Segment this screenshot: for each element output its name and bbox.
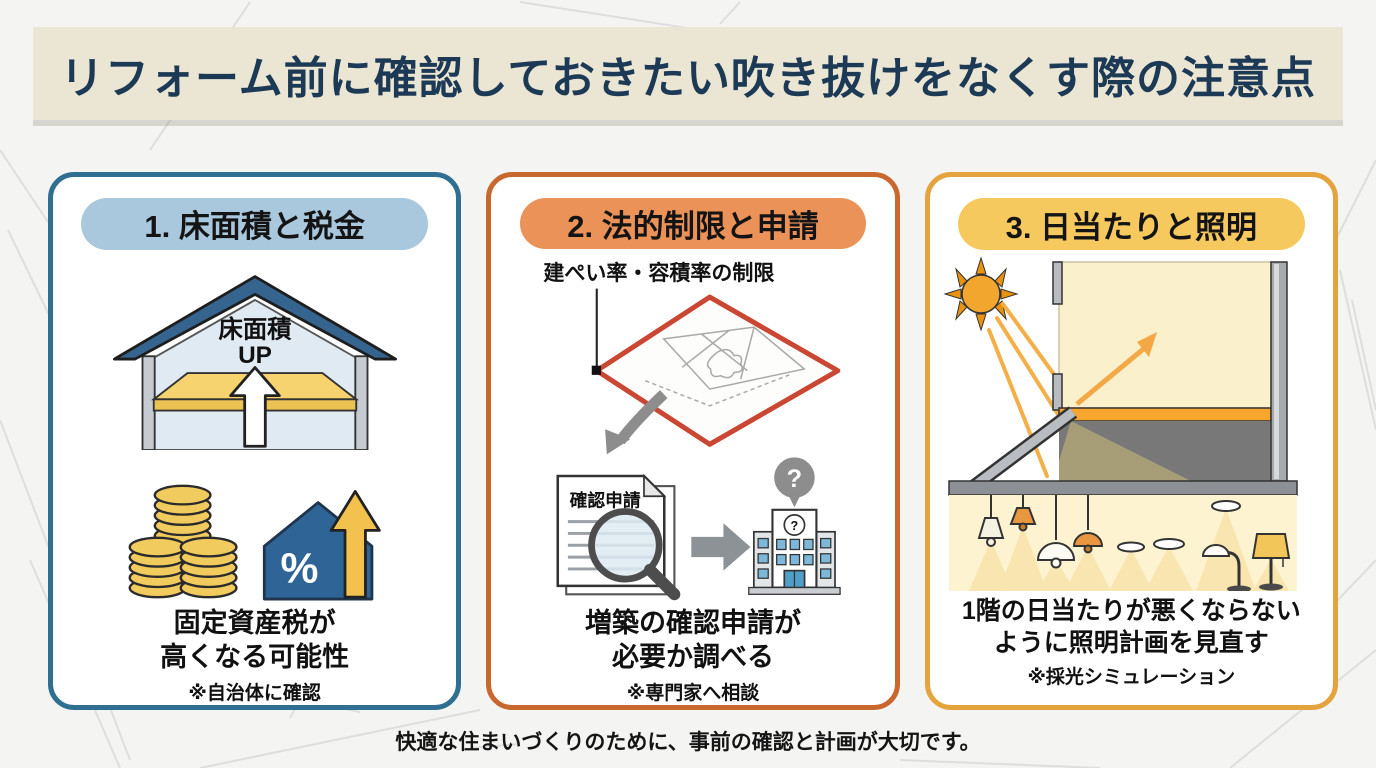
- question-bubble-icon: ?: [774, 457, 815, 508]
- pendant-lamp-icons: [977, 495, 1104, 569]
- government-building-icon: ?: [748, 508, 841, 595]
- floor-plan-lines: [645, 325, 806, 407]
- sunlight-lighting-illustration: [943, 256, 1299, 591]
- rise-arrow-icon: [329, 490, 381, 599]
- card3-body-line1: 1階の日当たりが悪くならない: [961, 597, 1301, 625]
- application-check-icon: 確認申請 ? ?: [556, 457, 841, 601]
- downlight-icons: [1117, 500, 1242, 553]
- card3-body-line2: ように照明計画を見直す: [993, 629, 1269, 657]
- site-plan-diamond-icon: [591, 288, 841, 454]
- page-title: リフォーム前に確認しておきたい吹き抜けをなくす際の注意点: [59, 53, 1317, 103]
- building-question-glyph: ?: [791, 519, 799, 533]
- card3-body: 1階の日当たりが悪くならない ように照明計画を見直す: [962, 595, 1301, 659]
- reflect-arrow-icon: [1075, 344, 1149, 406]
- card1-body-line2: 高くなる可能性: [160, 642, 350, 673]
- arc-lamp-icon: [1202, 544, 1252, 591]
- card-sunlight-and-lighting: 3. 日当たりと照明: [924, 172, 1338, 710]
- card1-body: 固定資産税が 高くなる可能性: [160, 606, 349, 675]
- card2-note: ※専門家へ相談: [626, 683, 760, 704]
- document-title: 確認申請: [570, 489, 641, 510]
- house-label-line1: 床面積: [218, 315, 292, 343]
- question-glyph: ?: [787, 465, 802, 493]
- card3-header: 3. 日当たりと照明: [957, 198, 1305, 250]
- floor-lamp-icon: [1252, 533, 1291, 591]
- floor-up-arrow-icon: [228, 365, 281, 448]
- light-shaft-shadow: [1059, 421, 1192, 481]
- card2-body-line1: 増築の確認申請が: [584, 607, 801, 638]
- card3-note: ※採光シミュレーション: [1027, 667, 1236, 688]
- house-cross-section-icon: [955, 261, 1289, 511]
- magnifier-icon: [588, 508, 663, 583]
- lamp-light-cones: [969, 508, 1290, 591]
- card1-body-line1: 固定資産税が: [173, 607, 336, 638]
- card2-body: 増築の確認申請が 必要か調べる: [585, 606, 801, 675]
- footer: 快適な住まいづくりのために、事前の確認と計画が大切です。: [0, 726, 1376, 756]
- card1-header: 1. 床面積と税金: [81, 198, 429, 250]
- sun-icon: [943, 256, 1019, 332]
- card2-header: 2. 法的制限と申請: [519, 198, 867, 249]
- card2-body-line2: 必要か調べる: [611, 642, 774, 673]
- title-banner: リフォーム前に確認しておきたい吹き抜けをなくす際の注意点: [33, 27, 1343, 120]
- house-label-line2: UP: [238, 341, 272, 368]
- house-section-icon: 床面積 UP: [112, 274, 397, 451]
- tax-increase-icon: %: [128, 484, 381, 601]
- percent-glyph: %: [280, 544, 318, 592]
- cards-row: 1. 床面積と税金 床面積 UP: [48, 172, 1338, 710]
- coin-stacks-icon: [128, 484, 238, 599]
- card-legal-limits-and-application: 2. 法的制限と申請 建ぺい率・容積率の制限: [486, 172, 900, 710]
- card-floor-area-and-tax: 1. 床面積と税金 床面積 UP: [48, 172, 462, 710]
- right-arrow-icon: [691, 523, 751, 571]
- site-plan-label: 建ぺい率・容積率の制限: [543, 261, 775, 285]
- footer-text: 快適な住まいづくりのために、事前の確認と計画が大切です。: [395, 731, 981, 754]
- card1-note: ※自治体に確認: [188, 683, 321, 704]
